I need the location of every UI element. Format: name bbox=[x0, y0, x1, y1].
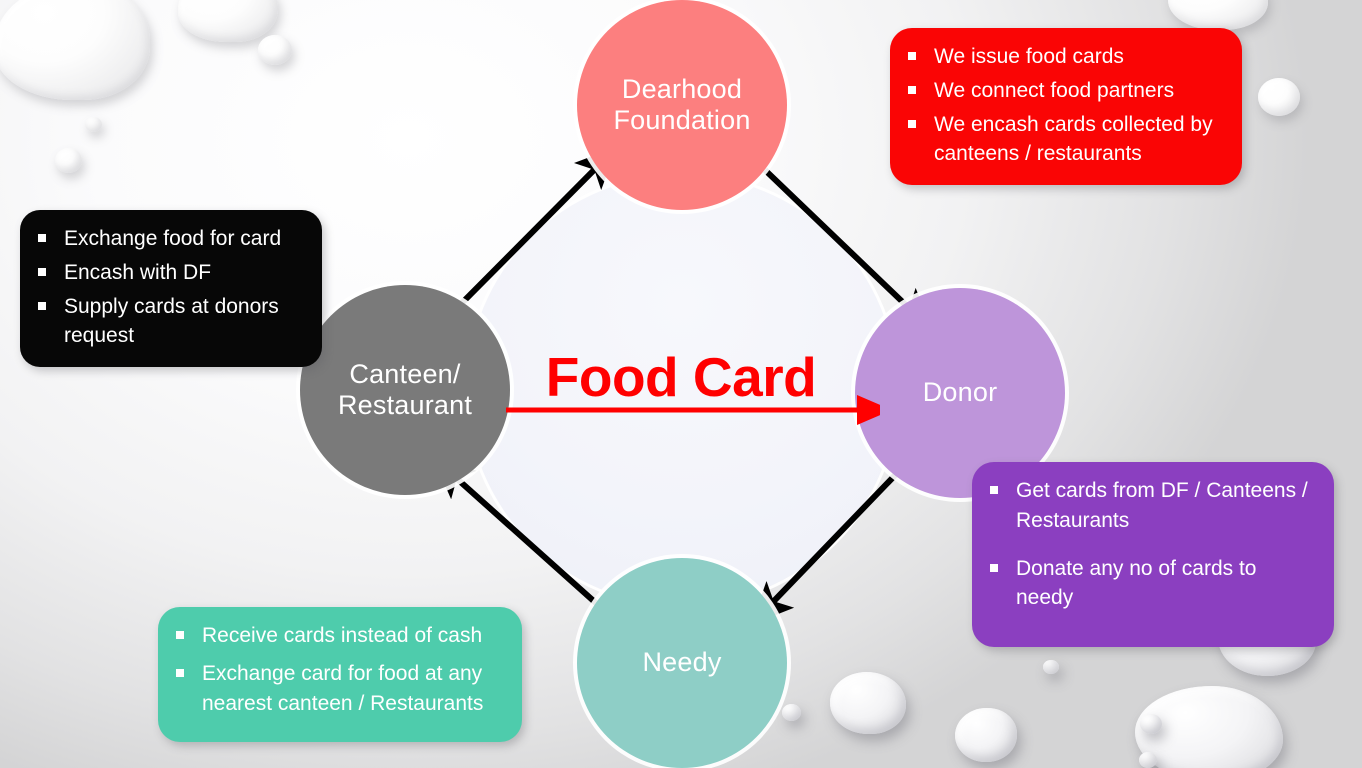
callout-list: Receive cards instead of cash Exchange c… bbox=[172, 621, 502, 718]
square-bullet-icon bbox=[38, 234, 46, 242]
square-bullet-icon bbox=[990, 486, 998, 494]
node-canteen-restaurant[interactable]: Canteen/ Restaurant bbox=[300, 285, 510, 495]
list-item: Get cards from DF / Canteens / Restauran… bbox=[986, 476, 1314, 536]
center-label-food-card: Food Card bbox=[545, 346, 817, 408]
list-item: Encash with DF bbox=[34, 258, 302, 288]
center-ring bbox=[467, 175, 897, 605]
node-label: Needy bbox=[642, 647, 722, 678]
square-bullet-icon bbox=[176, 668, 184, 677]
node-dearhood-foundation[interactable]: Dearhood Foundation bbox=[577, 0, 787, 210]
list-item: We encash cards collected by canteens / … bbox=[904, 110, 1222, 170]
list-item: We issue food cards bbox=[904, 42, 1222, 72]
arrow-foundation-to-donor bbox=[762, 167, 933, 331]
square-bullet-icon bbox=[990, 563, 998, 572]
callout-canteen-restaurant[interactable]: Exchange food for card Encash with DF Su… bbox=[20, 210, 322, 368]
node-label: Donor bbox=[922, 377, 998, 408]
callout-list: We issue food cards We connect food part… bbox=[904, 42, 1222, 169]
arrow-canteen-to-foundation bbox=[452, 146, 618, 313]
list-item: Supply cards at donors request bbox=[34, 292, 302, 352]
list-item: Receive cards instead of cash bbox=[172, 621, 502, 651]
square-bullet-icon bbox=[176, 631, 184, 639]
square-bullet-icon bbox=[38, 267, 46, 276]
list-item: We connect food partners bbox=[904, 76, 1222, 106]
square-bullet-icon bbox=[38, 301, 46, 310]
callout-donor[interactable]: Get cards from DF / Canteens / Restauran… bbox=[972, 462, 1334, 648]
callout-needy[interactable]: Receive cards instead of cash Exchange c… bbox=[158, 607, 522, 743]
node-label: Dearhood Foundation bbox=[613, 73, 751, 135]
arrow-donor-to-needy bbox=[751, 465, 905, 625]
square-bullet-icon bbox=[908, 52, 916, 60]
node-label: Canteen/ Restaurant bbox=[337, 358, 473, 420]
square-bullet-icon bbox=[908, 119, 916, 128]
list-item: Donate any no of cards to needy bbox=[986, 554, 1314, 614]
callout-list: Exchange food for card Encash with DF Su… bbox=[34, 224, 302, 351]
list-item: Exchange food for card bbox=[34, 224, 302, 254]
node-needy[interactable]: Needy bbox=[577, 558, 787, 768]
arrow-canteen-to-donor-red bbox=[506, 395, 880, 425]
callout-dearhood-foundation[interactable]: We issue food cards We connect food part… bbox=[890, 28, 1242, 186]
list-item: Exchange card for food at any nearest ca… bbox=[172, 659, 502, 719]
callout-list: Get cards from DF / Canteens / Restauran… bbox=[986, 476, 1314, 613]
square-bullet-icon bbox=[908, 85, 916, 94]
arrow-needy-to-canteen bbox=[432, 457, 599, 607]
